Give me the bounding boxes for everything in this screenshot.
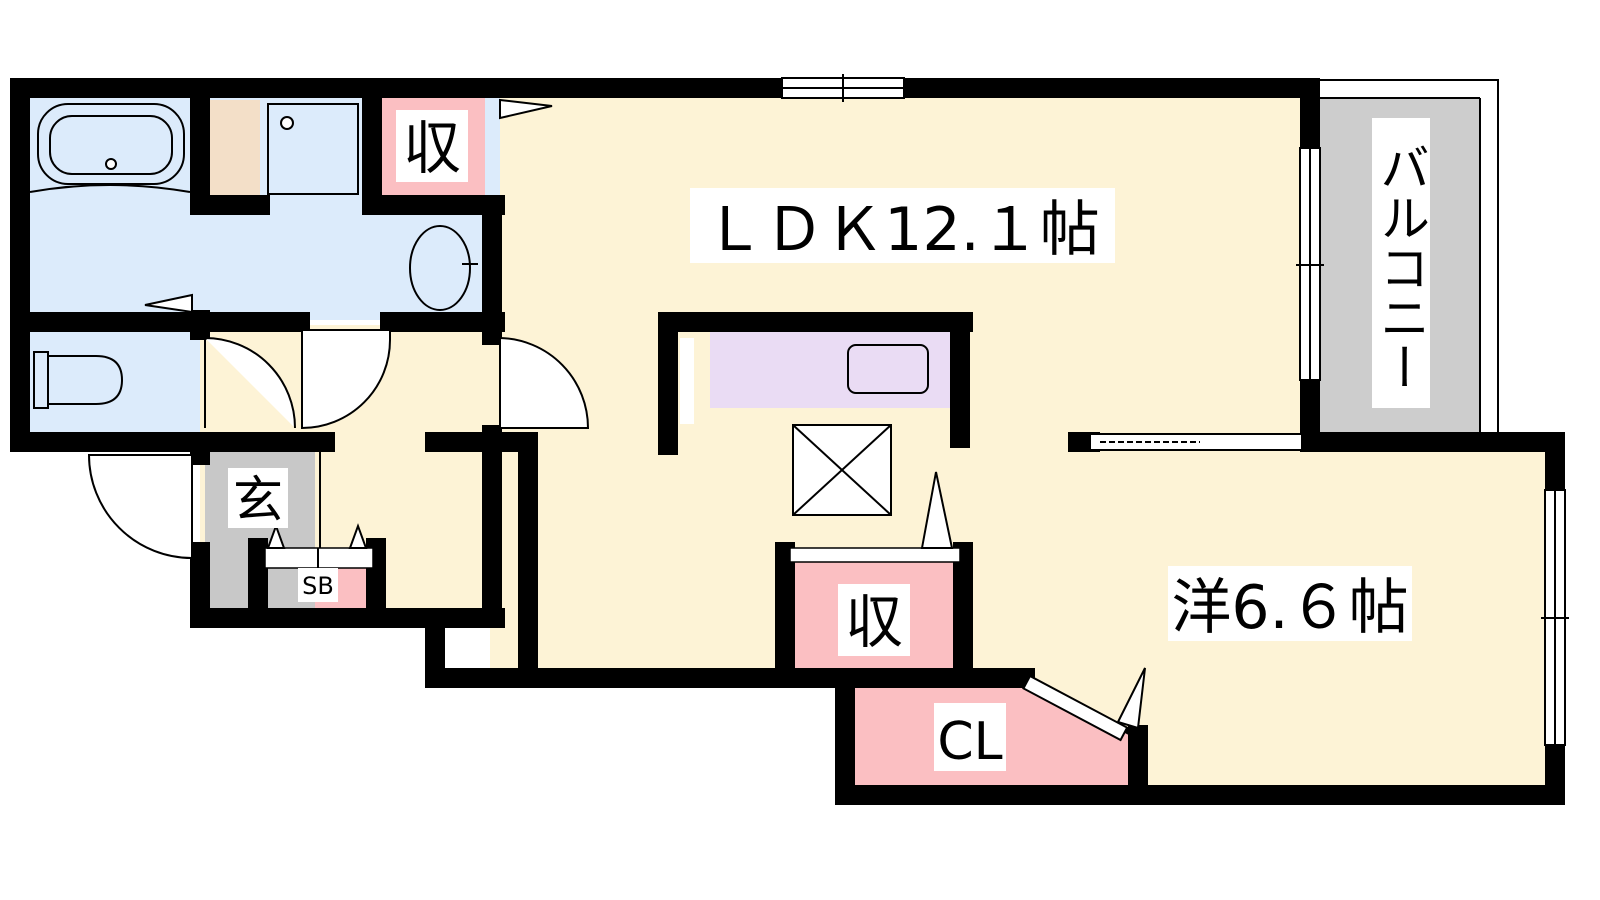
toilet-icon xyxy=(33,351,49,409)
entrance-label: 玄 xyxy=(233,471,283,529)
doors xyxy=(87,98,1146,730)
windows xyxy=(781,74,1569,746)
toilet-door xyxy=(204,337,296,429)
storage-mid-top-edge xyxy=(789,547,961,563)
balcony-railing xyxy=(1320,79,1499,433)
kitchen-wall-inner xyxy=(680,338,694,424)
western-room-label: 洋6.６帖 xyxy=(1171,573,1408,643)
closet-door xyxy=(1116,667,1146,730)
washing-machine-icon xyxy=(267,103,359,195)
storage-top-door xyxy=(499,98,553,120)
bathtub-icon xyxy=(37,103,185,185)
ldk-label: ＬＤＫ12.１帖 xyxy=(704,195,1099,265)
bath-door xyxy=(144,293,193,314)
shoe-box-label: SB xyxy=(302,572,334,600)
ldk-hall-door xyxy=(499,337,590,429)
closet-label: CL xyxy=(937,712,1002,772)
washroom-door xyxy=(301,329,391,430)
shoe-box-door-right xyxy=(348,523,368,549)
front-door xyxy=(87,454,193,560)
storage-mid-label: 収 xyxy=(845,588,903,656)
storage-mid-door xyxy=(920,471,954,549)
fixtures xyxy=(29,103,929,409)
shelf xyxy=(208,100,260,195)
sink-icon xyxy=(847,344,929,394)
shoe-box-door-left xyxy=(266,523,286,549)
walls xyxy=(10,78,1565,805)
balcony-label: バルコニー xyxy=(1372,142,1430,392)
storage-top-label: 収 xyxy=(403,114,461,182)
fridge-space-icon xyxy=(792,424,892,516)
room-labels: ＬＤＫ12.１帖 洋6.６帖 収 収 CL 玄 SB バルコニー xyxy=(228,110,1430,772)
washbasin-icon xyxy=(409,225,471,311)
